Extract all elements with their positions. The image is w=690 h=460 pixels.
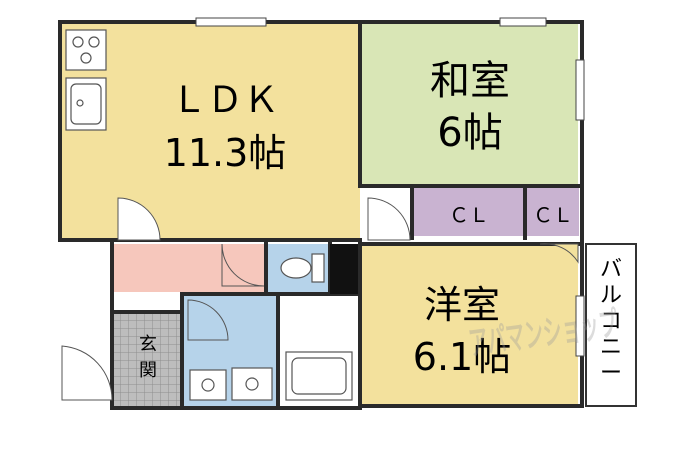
washitsu-name: 和室 (430, 58, 510, 104)
closet-1 (414, 188, 524, 236)
svg-text:コ: コ (600, 309, 622, 334)
youshitsu-size: 6.1帖 (413, 335, 511, 379)
genkan-label-2: 関 (139, 360, 157, 381)
ldk-room (62, 24, 360, 240)
wall-column (330, 244, 358, 294)
closet-2-label: ＣＬ (533, 203, 573, 227)
wash-basin (189, 367, 273, 401)
ldk-name: ＬＤＫ (171, 80, 279, 121)
youshitsu-room (360, 244, 578, 406)
svg-text:ニ: ニ (600, 335, 622, 360)
bathtub (285, 351, 353, 401)
kitchen (65, 29, 107, 131)
genkan-floor (114, 314, 184, 406)
toilet-fixture (280, 253, 325, 283)
genkan-label-1: 玄 (139, 334, 157, 355)
balcony-label: バ ル コ ニ ー (600, 257, 622, 386)
svg-text:ー: ー (600, 361, 622, 386)
closet-1-label: ＣＬ (449, 203, 489, 227)
svg-text:ル: ル (600, 283, 622, 308)
washitsu-room (360, 24, 578, 186)
ldk-size: 11.3帖 (164, 131, 287, 175)
closet-2 (527, 188, 579, 236)
svg-text:バ: バ (600, 257, 622, 282)
door-swings (61, 197, 579, 401)
walls (58, 20, 584, 410)
youshitsu-name: 洋室 (424, 283, 500, 327)
washitsu-size: 6帖 (437, 110, 502, 156)
balcony (585, 243, 637, 407)
windows (195, 17, 585, 357)
